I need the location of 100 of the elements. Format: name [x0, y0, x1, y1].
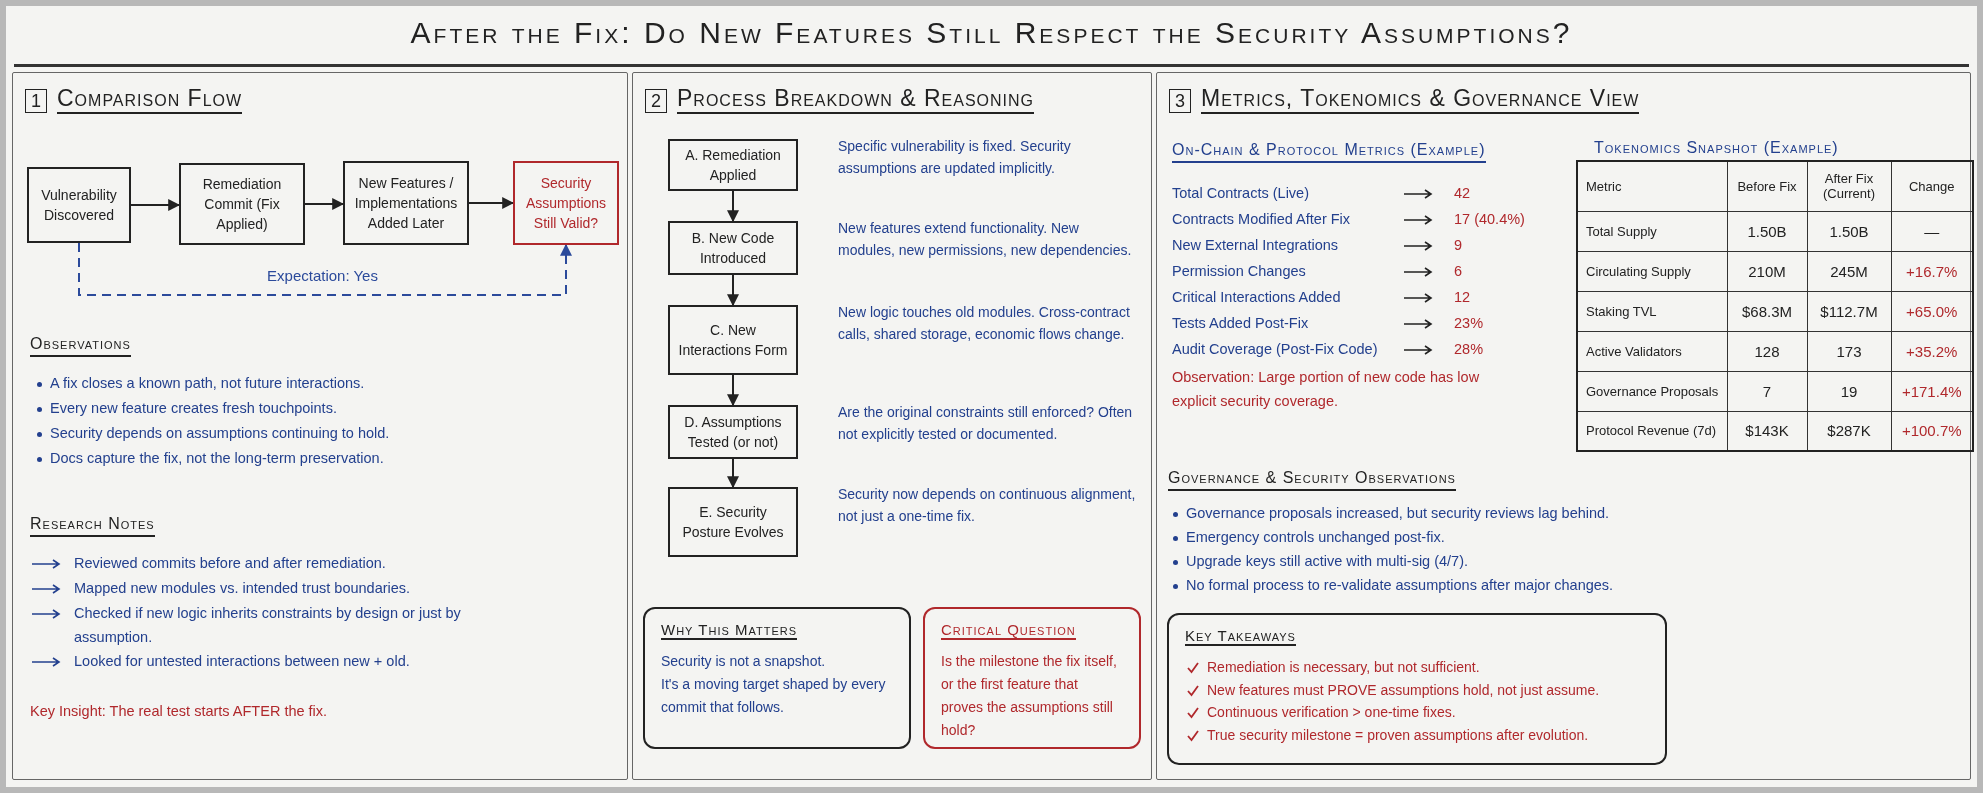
- note-card: [1167, 613, 1667, 765]
- cell-value: 19: [1840, 382, 1858, 400]
- process-box: [27, 167, 131, 243]
- process-box: [668, 305, 798, 375]
- card-heading: Key Takeaways: [1185, 627, 1296, 646]
- card-heading: Why This Matters: [661, 621, 798, 640]
- process-box: [179, 163, 305, 245]
- box-label: Security Assumptions Still Valid?: [524, 173, 608, 234]
- arrow: [130, 199, 181, 211]
- metric-value: 12: [1454, 288, 1471, 307]
- cell-value: —: [1924, 222, 1940, 240]
- metric-label: Total Contracts (Live): [1172, 184, 1309, 203]
- box-label: New Features / Implementations Added Later: [353, 173, 459, 234]
- arrow: [468, 197, 515, 209]
- box-label: E. Security Posture Evolves: [681, 502, 785, 542]
- research-note: Mapped new modules vs. intended trust boundaries.: [74, 579, 412, 598]
- cell-value: $287K: [1827, 422, 1871, 440]
- box-label: D. Assumptions Tested (or not): [683, 412, 783, 452]
- bullet-point-text: Security depends on assumptions continuing to hold.: [50, 424, 390, 443]
- process-box: [668, 139, 798, 191]
- section-heading: Metrics, Tokenomics & Governance View: [1201, 85, 1640, 114]
- section-heading: Comparison Flow: [57, 85, 243, 114]
- box-label: Vulnerability Discovered: [40, 185, 118, 225]
- title: After the Fix: Do New Features Still Respect the Security Assumptions?: [410, 16, 1573, 50]
- takeaway-text: Remediation is necessary, but not sufficient.: [1207, 659, 1480, 675]
- cell-value: $112.7M: [1820, 302, 1878, 320]
- box-label: A. Remediation Applied: [684, 145, 782, 185]
- takeaway-text: True security milestone = proven assumptions after evolution.: [1207, 727, 1589, 743]
- metric-value: 6: [1454, 262, 1463, 281]
- box-label: Remediation Commit (Fix Applied): [201, 174, 283, 235]
- metric-label: Tests Added Post-Fix: [1172, 314, 1309, 333]
- description-text: New logic touches old modules. Cross-contract calls, shared storage, economic flows change.: [838, 303, 1131, 345]
- section-panel: [1156, 72, 1971, 780]
- description-text: Specific vulnerability is fixed. Security assumptions are updated implicitly.: [838, 137, 1072, 179]
- arrow: [727, 190, 739, 223]
- cell-value: +16.7%: [1906, 262, 1958, 280]
- cell-value: 1.50B: [1747, 222, 1787, 240]
- takeaway-text: New features must PROVE assumptions hold, not just assume.: [1207, 681, 1600, 698]
- section-subheading: Governance & Security Observations: [1168, 468, 1456, 491]
- takeaway-text: Continuous verification > one-time fixes.: [1207, 704, 1456, 721]
- section-subheading: On-Chain & Protocol Metrics (Example): [1172, 140, 1486, 163]
- metric-label: Contracts Modified After Fix: [1172, 210, 1351, 229]
- metric-value: 23%: [1454, 314, 1484, 333]
- metric-label: New External Integrations: [1172, 236, 1339, 255]
- arrow: [727, 458, 739, 489]
- bullet-point-text: Governance proposals increased, but security reviews lag behind.: [1186, 504, 1610, 523]
- arrow: [727, 374, 739, 407]
- bullet-point-text: A fix closes a known path, not future interactions.: [50, 374, 365, 393]
- note-text: Observation: Large portion of new code has low explicit security coverage.: [1172, 368, 1481, 411]
- cell-value: $143K: [1745, 422, 1789, 440]
- note-text: Key Insight: The real test starts AFTER the fix.: [30, 702, 328, 721]
- card-text: It's a moving target shaped by every commit that follows.: [661, 675, 887, 718]
- metric-value: 28%: [1454, 340, 1484, 359]
- bullet-point-text: Docs capture the fix, not the long-term preservation.: [50, 449, 384, 468]
- metric-value: 17 (40.4%): [1454, 210, 1525, 229]
- section-subheading: Tokenomics Snapshot (Example): [1594, 138, 1839, 158]
- section-number: 2: [645, 89, 667, 113]
- column-header: After Fix (Current): [1823, 171, 1875, 202]
- row-label: Total Supply: [1586, 223, 1657, 239]
- metric-value: 9: [1454, 236, 1463, 255]
- process-box: [343, 161, 469, 245]
- section-panel: [12, 72, 628, 780]
- metric-label: Critical Interactions Added: [1172, 288, 1341, 307]
- section-number: 3: [1169, 89, 1191, 113]
- cell-value: 210M: [1748, 262, 1786, 280]
- row-label: Protocol Revenue (7d): [1586, 423, 1717, 439]
- research-note: Looked for untested interactions between new + old.: [74, 652, 411, 671]
- arrow: [304, 198, 345, 210]
- bullet-point-text: Every new feature creates fresh touchpoints.: [50, 399, 337, 418]
- cell-value: +65.0%: [1906, 302, 1958, 320]
- process-box: [668, 221, 798, 275]
- description-text: Are the original constraints still enforced? Often not explicitly tested or documented.: [838, 403, 1134, 445]
- card-text: Is the milestone the fix itself, or the first feature that proves the assumptions still hold?: [941, 652, 1118, 741]
- cell-value: 7: [1762, 382, 1772, 400]
- note-card: [923, 607, 1141, 749]
- section-panel: [632, 72, 1152, 780]
- row-label: Staking TVL: [1586, 303, 1657, 319]
- section-number: 1: [25, 89, 47, 113]
- column-header: Change: [1908, 178, 1955, 194]
- row-label: Active Validators: [1586, 343, 1682, 359]
- cell-value: $68.3M: [1741, 302, 1792, 320]
- cell-value: 128: [1754, 342, 1780, 360]
- arrow: [727, 274, 739, 307]
- card-heading: Critical Question: [941, 621, 1076, 640]
- cell-value: 173: [1836, 342, 1862, 360]
- cell-value: 245M: [1830, 262, 1868, 280]
- cell-value: +35.2%: [1906, 342, 1958, 360]
- research-note: Reviewed commits before and after remediation.: [74, 554, 387, 573]
- process-box: [513, 161, 619, 245]
- bullet-point-text: Emergency controls unchanged post-fix.: [1186, 528, 1445, 547]
- dashed-arrow: [78, 242, 572, 296]
- research-note: Checked if new logic inherits constraints by design or just by assumption.: [74, 604, 462, 647]
- box-label: C. New Interactions Form: [677, 320, 789, 360]
- metric-value: 42: [1454, 184, 1471, 203]
- card-text: Security is not a snapshot.: [661, 652, 827, 671]
- column-header: Before Fix: [1737, 178, 1797, 194]
- metric-label: Audit Coverage (Post-Fix Code): [1172, 340, 1378, 359]
- bullet-point-text: Upgrade keys still active with multi-sig (4/7).: [1186, 552, 1469, 571]
- bullet-point-text: No formal process to re-validate assumptions after major changes.: [1186, 576, 1614, 595]
- section-subheading: Research Notes: [30, 514, 155, 537]
